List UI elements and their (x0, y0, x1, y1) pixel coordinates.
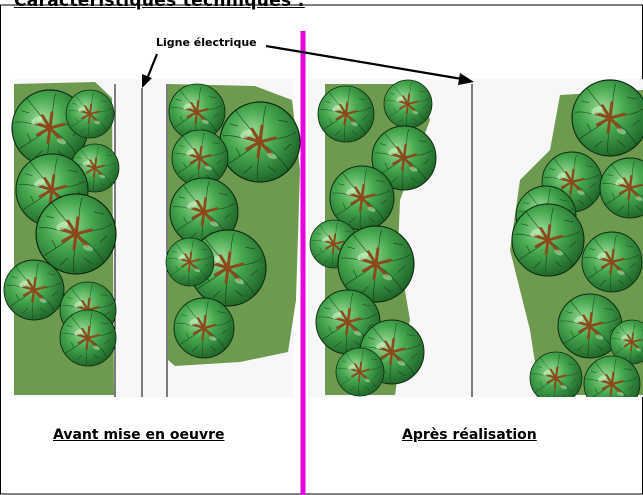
caption-before: Avant mise en oeuvre (53, 427, 224, 443)
tree-canopy-icon (166, 238, 214, 286)
tree-canopy-icon (336, 348, 384, 396)
tree-canopy-icon (530, 352, 582, 404)
tree-canopy-icon (36, 194, 116, 274)
tree-canopy-icon (4, 260, 64, 320)
caption-after: Après réalisation (402, 427, 537, 443)
tree-canopy-icon (66, 90, 114, 138)
tree-canopy-icon (384, 80, 432, 128)
tree-canopy-icon (172, 130, 228, 186)
power-line-label: Ligne électrique (156, 36, 257, 49)
tree-canopy-icon (582, 232, 642, 292)
tree-canopy-icon (512, 204, 584, 276)
tree-canopy-icon (60, 310, 116, 366)
tree-canopy-icon (572, 80, 643, 156)
tree-canopy-icon (174, 298, 234, 358)
page-title: Caractéristiques techniques : (14, 0, 305, 11)
tree-canopy-icon (220, 102, 300, 182)
tree-canopy-icon (318, 86, 374, 142)
